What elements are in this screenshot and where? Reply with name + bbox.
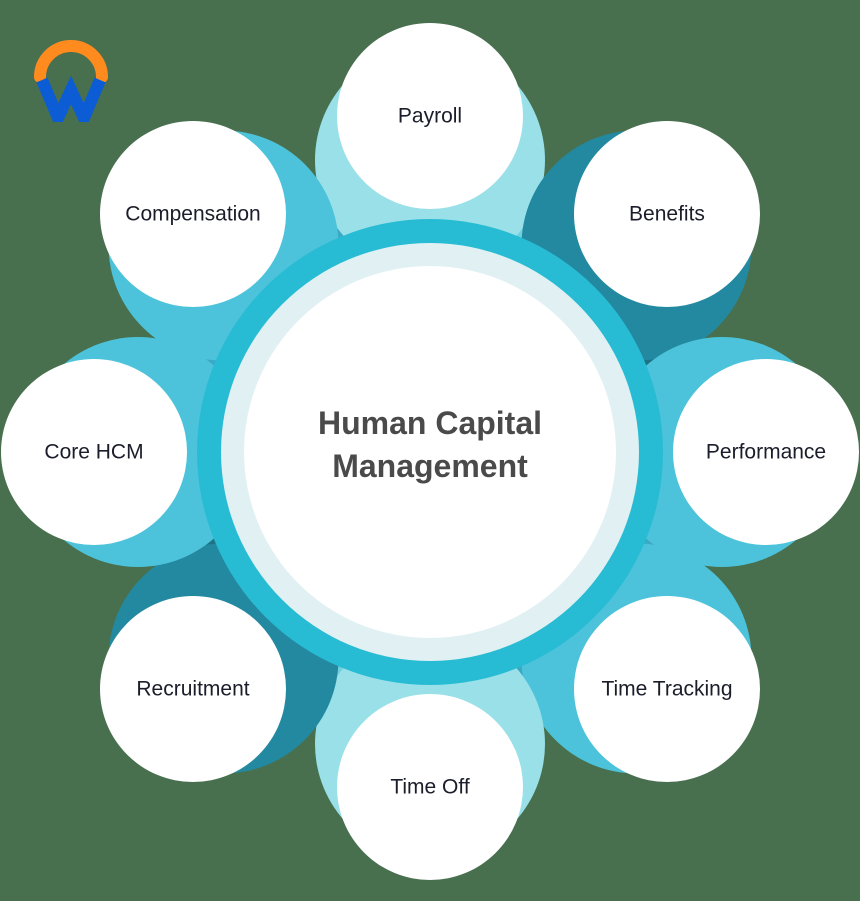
label-bubble-benefits <box>574 121 760 307</box>
petal-label-time-off: Time Off <box>390 776 470 799</box>
label-bubble-time-off <box>337 694 523 880</box>
label-bubble-performance <box>673 359 859 545</box>
petal-label-benefits: Benefits <box>629 203 705 226</box>
petal-label-recruitment: Recruitment <box>136 678 249 701</box>
workday-logo <box>34 40 108 122</box>
petal-label-payroll: Payroll <box>398 105 462 128</box>
petal-label-core-hcm: Core HCM <box>44 441 143 464</box>
logo-w-icon <box>36 75 106 122</box>
center-title-line1: Human Capital <box>318 405 542 441</box>
petal-label-performance: Performance <box>706 441 826 464</box>
label-bubble-compensation <box>100 121 286 307</box>
core-circle <box>244 266 616 638</box>
petal-label-time-tracking: Time Tracking <box>601 678 732 701</box>
label-bubble-time-tracking <box>574 596 760 782</box>
label-bubble-core-hcm <box>1 359 187 545</box>
label-bubble-payroll <box>337 23 523 209</box>
petal-label-compensation: Compensation <box>125 203 260 226</box>
label-bubble-recruitment <box>100 596 286 782</box>
center-title-line2: Management <box>332 448 528 484</box>
logo-arc-icon <box>34 40 108 83</box>
